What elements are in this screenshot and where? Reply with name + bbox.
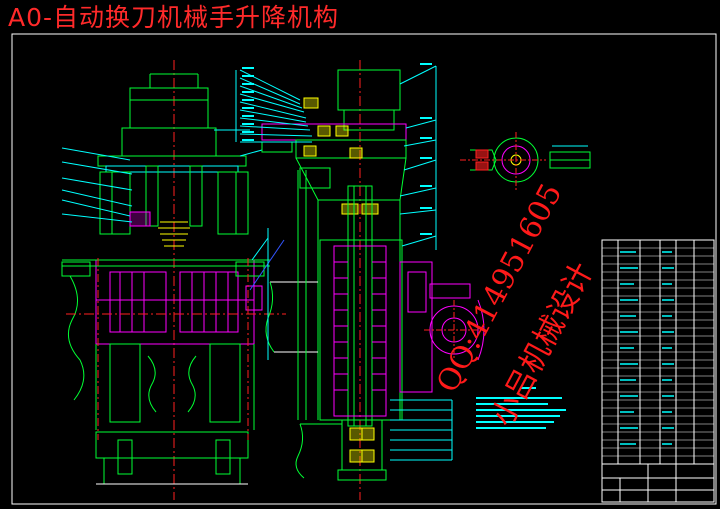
parts-list-rows [602, 247, 714, 457]
section-view [235, 60, 453, 500]
title-block [601, 463, 715, 503]
gear-side-view [424, 283, 485, 361]
detail-view [460, 132, 591, 190]
right-column [217, 171, 249, 235]
central-shaft [347, 185, 373, 427]
drawing-title: A0-自动换刀机械手升降机构 [8, 3, 340, 32]
front-view [61, 60, 286, 500]
top-motor [337, 69, 401, 111]
front-base [95, 431, 249, 459]
technical-notes [476, 387, 566, 429]
drawing-border [11, 33, 717, 505]
top-cylinder [129, 87, 209, 129]
left-column [99, 171, 131, 235]
parts-list-entries [620, 251, 674, 445]
lift-housing [319, 239, 403, 421]
title-block-box [601, 463, 715, 503]
